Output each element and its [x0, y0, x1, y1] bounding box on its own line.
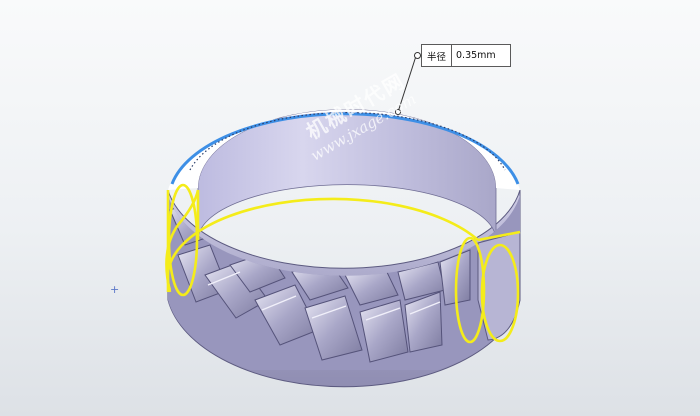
- selected-edges: [165, 183, 521, 344]
- dimension-leader-line: [397, 55, 417, 113]
- edge-fillet-dots: [189, 111, 506, 171]
- dimension-value[interactable]: 0.35mm: [456, 50, 496, 61]
- dimension-label: 半径: [422, 45, 453, 66]
- callout-grip-handle[interactable]: [414, 52, 421, 59]
- radius-dimension-callout[interactable]: 半径 0.35mm: [414, 44, 511, 67]
- crosshair-cursor-icon: +: [110, 283, 120, 296]
- chain-link-pattern: [168, 195, 520, 370]
- dimension-anchor-point: [395, 109, 401, 115]
- highlighted-edge: [170, 112, 520, 185]
